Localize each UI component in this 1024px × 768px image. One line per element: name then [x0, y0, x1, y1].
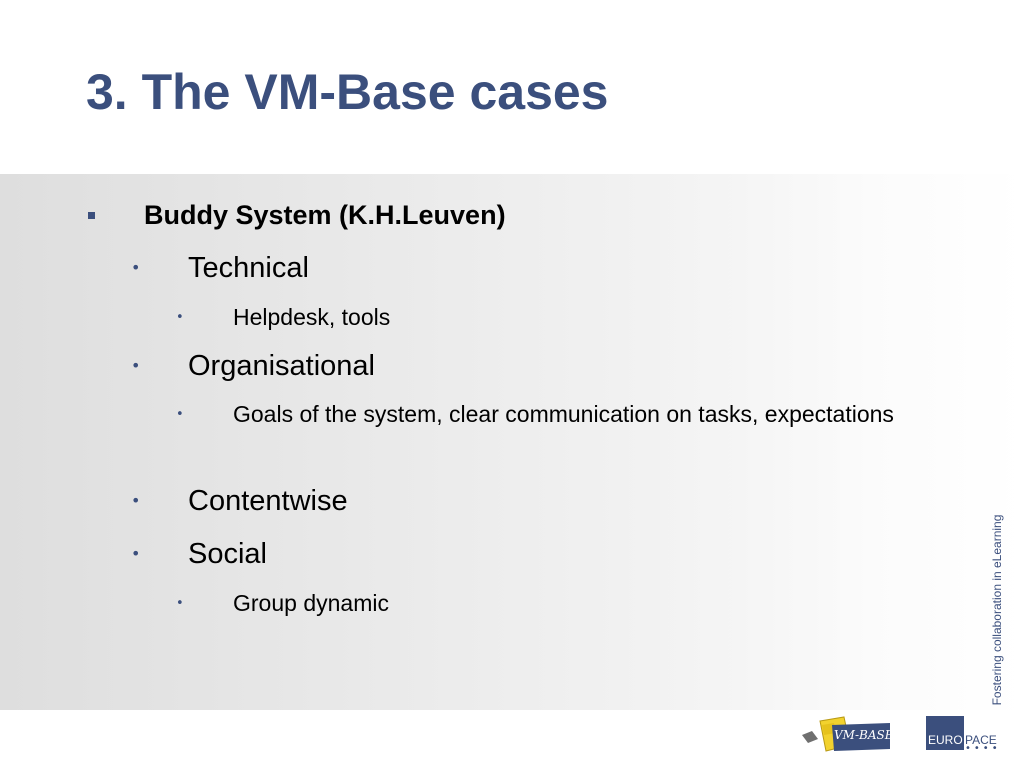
sublist-item-helpdesk: Helpdesk, tools: [233, 304, 391, 330]
europace-dots-icon: ••••: [965, 743, 1001, 754]
list-item-organisational: Organisational: [188, 350, 375, 382]
sublist-item-group-dynamic: Group dynamic: [233, 590, 389, 616]
bullet-icon: •: [176, 596, 184, 611]
list-item-technical: Technical: [188, 252, 309, 284]
sublist-item-goals: Goals of the system, clear communication…: [233, 401, 894, 427]
europace-logo-euro: EURO: [928, 733, 963, 747]
list-heading: Buddy System (K.H.Leuven): [144, 200, 506, 230]
bullet-icon: •: [131, 258, 141, 277]
bullet-icon: •: [176, 407, 184, 422]
bullet-icon: •: [131, 356, 141, 375]
side-caption: Fostering collaboration in eLearning: [990, 514, 1004, 706]
bullet-icon: •: [131, 544, 141, 563]
slide-title: 3. The VM-Base cases: [86, 64, 609, 120]
list-item-social: Social: [188, 538, 267, 570]
list-item-contentwise: Contentwise: [188, 485, 348, 517]
content-panel: [0, 174, 1024, 710]
europace-logo: EURO PACE ••••: [926, 716, 1006, 754]
europace-logo-block: [926, 716, 964, 750]
vm-base-logo-text: VM-BASE: [834, 728, 894, 742]
bullet-icon: •: [176, 310, 184, 325]
bullet-icon: •: [131, 491, 141, 510]
square-bullet-icon: [88, 212, 95, 219]
vm-base-logo-icon: [802, 716, 890, 752]
europace-logo-pace: PACE: [965, 733, 997, 747]
